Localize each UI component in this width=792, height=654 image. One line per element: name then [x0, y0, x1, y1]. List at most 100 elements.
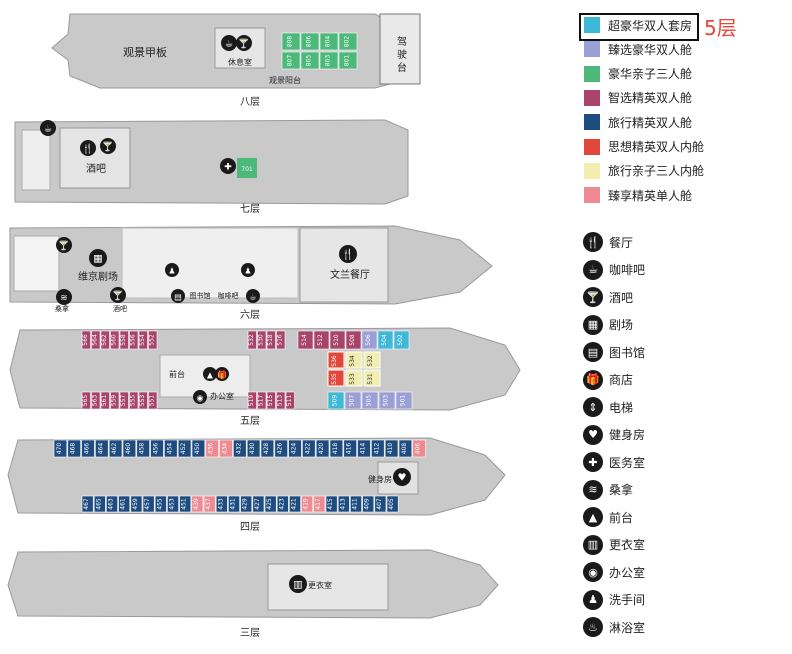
locker-icon [289, 575, 307, 593]
deck4-cabin [167, 495, 179, 513]
deck4-label-gym: 健身房 [368, 474, 392, 484]
deck8-cabin-num: 808 [287, 36, 294, 48]
deck5-cabin [119, 330, 129, 350]
deck4-cabin [164, 439, 178, 458]
legend-facility-12: ◉ 办公室 [583, 561, 645, 583]
office-icon: ◉ [583, 562, 603, 582]
reception-icon: ▲ [583, 507, 603, 527]
deck4-cabin [240, 495, 253, 513]
deck8-bridge [379, 13, 421, 85]
deck8-cabin [300, 51, 320, 70]
legend-facility-label: 健身房 [609, 428, 646, 442]
legend-facility-10: ▲ 前台 [583, 506, 633, 528]
deck5-inner-num: 531 [367, 373, 374, 385]
legend-facility-label: 更衣室 [609, 538, 646, 552]
legend-swatch [584, 17, 600, 33]
deck5-cabin [378, 391, 396, 410]
deck4-cabin [106, 495, 118, 513]
deck5-cabin-num: 561 [101, 395, 108, 407]
deck7-name: 七层 [240, 203, 260, 215]
deck5-cabin-num: 511 [286, 395, 293, 407]
deck4-cabin-num: 464 [97, 443, 104, 455]
deck4-cabin-num: 454 [166, 443, 173, 455]
bar-icon [236, 35, 252, 51]
deck5-cabin [100, 330, 110, 350]
deck6-label-restaurant: 文兰餐厅 [330, 268, 370, 281]
legend-cabin-4: 旅行精英双人舱 [584, 112, 692, 132]
legend-cabin-3: 智选精英双人舱 [584, 88, 692, 108]
legend-cabin-label: 臻享精英单人舱 [608, 188, 693, 203]
deck5-cabin-num: 501 [400, 395, 407, 407]
bar-icon-glyph: 🍸 [102, 141, 113, 153]
deck5-cabin-num: 566 [82, 334, 89, 346]
deck4-cabin [343, 439, 357, 458]
deck5-cabin [276, 391, 286, 410]
restaurant-icon [339, 245, 357, 263]
deck5-cabin-num: 562 [101, 334, 108, 346]
deck3-locker-area [267, 563, 389, 611]
deck4-cabin [205, 439, 219, 458]
deck4-cabin-num: 407 [376, 498, 383, 510]
deck8-cabin-num: 802 [344, 36, 351, 48]
deck4-cabin-num: 414 [360, 443, 367, 455]
deck4-cabin-num: 434 [222, 443, 229, 455]
deck4-cabin-num: 419 [303, 498, 310, 510]
deck4-name: 四层 [240, 521, 260, 533]
deck4-cabin-num: 453 [169, 498, 176, 510]
deck5-cabin-num: 530 [257, 334, 264, 346]
deck5-inner-cabin [345, 369, 363, 387]
deck5-cabin-num: 532 [248, 334, 255, 346]
locker-icon-glyph: ▥ [293, 580, 302, 591]
legend-swatch [584, 187, 600, 204]
deck4-cabin [150, 439, 164, 458]
deck4-cabin [118, 495, 131, 513]
deck4-cabin-num: 430 [249, 443, 256, 455]
deck4-cabin [154, 495, 167, 513]
deck5-cabin-num: 514 [301, 334, 308, 346]
deck4-cabin [398, 439, 413, 458]
shop-icon-glyph: 🎁 [217, 370, 227, 380]
legend-cabin-label: 超豪华双人套房 [608, 18, 693, 33]
deck5-cabin [297, 330, 314, 350]
deck5-cabin-num: 555 [129, 395, 136, 407]
restaurant-icon: 🍴 [583, 232, 603, 252]
legend-cabin-2: 豪华亲子三人舱 [584, 64, 692, 84]
legend-cabin-label: 思想精英双人内舱 [608, 140, 705, 154]
legend-facility-label: 前台 [609, 510, 634, 525]
deck5-cabin [257, 391, 267, 410]
deck4-cabin-num: 458 [139, 443, 146, 455]
deck5-cabin-num: 512 [317, 334, 324, 346]
legend-cabin-6: 旅行亲子三人内舱 [584, 161, 704, 181]
deck4-cabin [264, 495, 277, 513]
deck5-label-office: 办公室 [210, 391, 234, 401]
deck5-cabin [148, 391, 158, 410]
deck4-cabin-num: 455 [156, 498, 163, 510]
deck5-cabin-num: 518 [267, 334, 274, 346]
bar-icon [100, 138, 116, 154]
library-icon: ▤ [583, 342, 603, 362]
deck5-cabin [257, 330, 267, 350]
deck5-cabin-num: 513 [276, 395, 283, 407]
deck4-cabin [374, 495, 387, 513]
shop-icon: 🎁 [583, 369, 603, 390]
bar-icon-glyph: 🍸 [58, 240, 69, 252]
sauna-icon: ≋ [583, 479, 603, 500]
deck5-cabin-num: 506 [365, 334, 372, 346]
deck4-cabin [274, 439, 288, 458]
deck4-cabin [288, 439, 302, 458]
deck4-cabin-num: 423 [278, 498, 285, 510]
restroom-icon: ♟ [583, 589, 603, 610]
deck5-cabin [344, 391, 362, 410]
deck4-cabin [384, 439, 399, 458]
medical-icon-glyph: ✚ [224, 163, 232, 173]
deck7-cabin [237, 158, 257, 178]
deck5-cabin [345, 330, 362, 350]
restroom-icon-glyph: ♟ [244, 267, 251, 276]
deck5-inner-cabin [327, 351, 345, 369]
deck3-hull [7, 549, 499, 619]
legend-facility-label: 办公室 [609, 565, 646, 580]
deck8-label-deck: 观景甲板 [123, 45, 167, 59]
deck4-cabin [329, 439, 344, 458]
deck4-cabin [177, 439, 192, 458]
legend-facility-label: 酒吧 [609, 290, 634, 305]
